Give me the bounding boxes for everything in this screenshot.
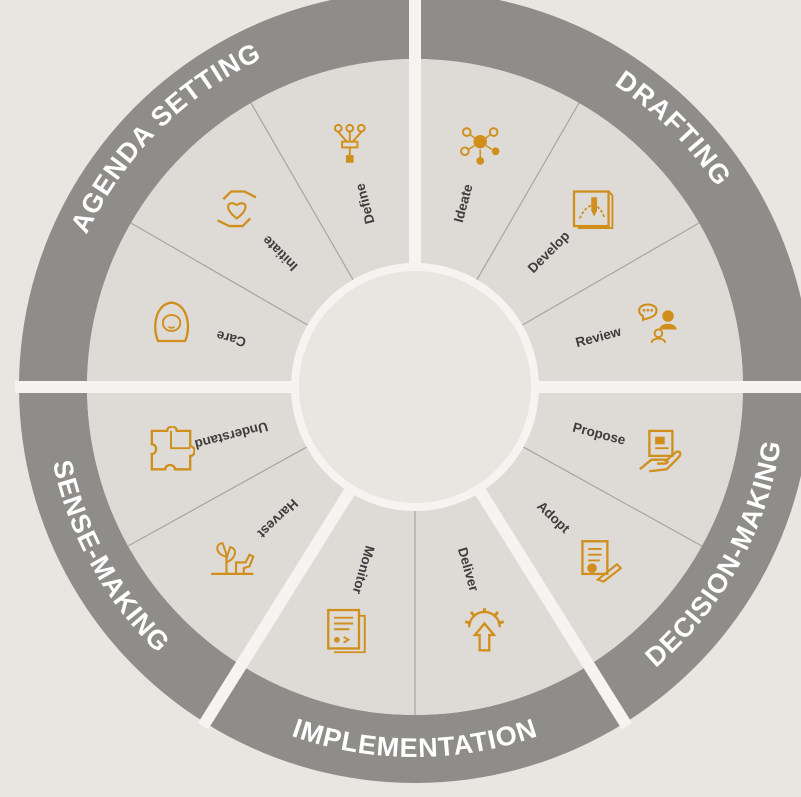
inner-band — [86, 59, 743, 716]
step-separator — [518, 222, 700, 328]
step-separator — [127, 444, 311, 547]
step-separator — [130, 222, 312, 328]
step-separator — [250, 102, 356, 284]
center-hub — [291, 263, 539, 511]
step-separator — [519, 444, 703, 547]
step-separators — [127, 102, 703, 715]
phase-divider — [472, 483, 633, 730]
phase-dividers — [15, 0, 801, 730]
phase-divider — [197, 483, 358, 730]
step-wedges — [86, 59, 743, 716]
step-separator — [474, 102, 580, 284]
